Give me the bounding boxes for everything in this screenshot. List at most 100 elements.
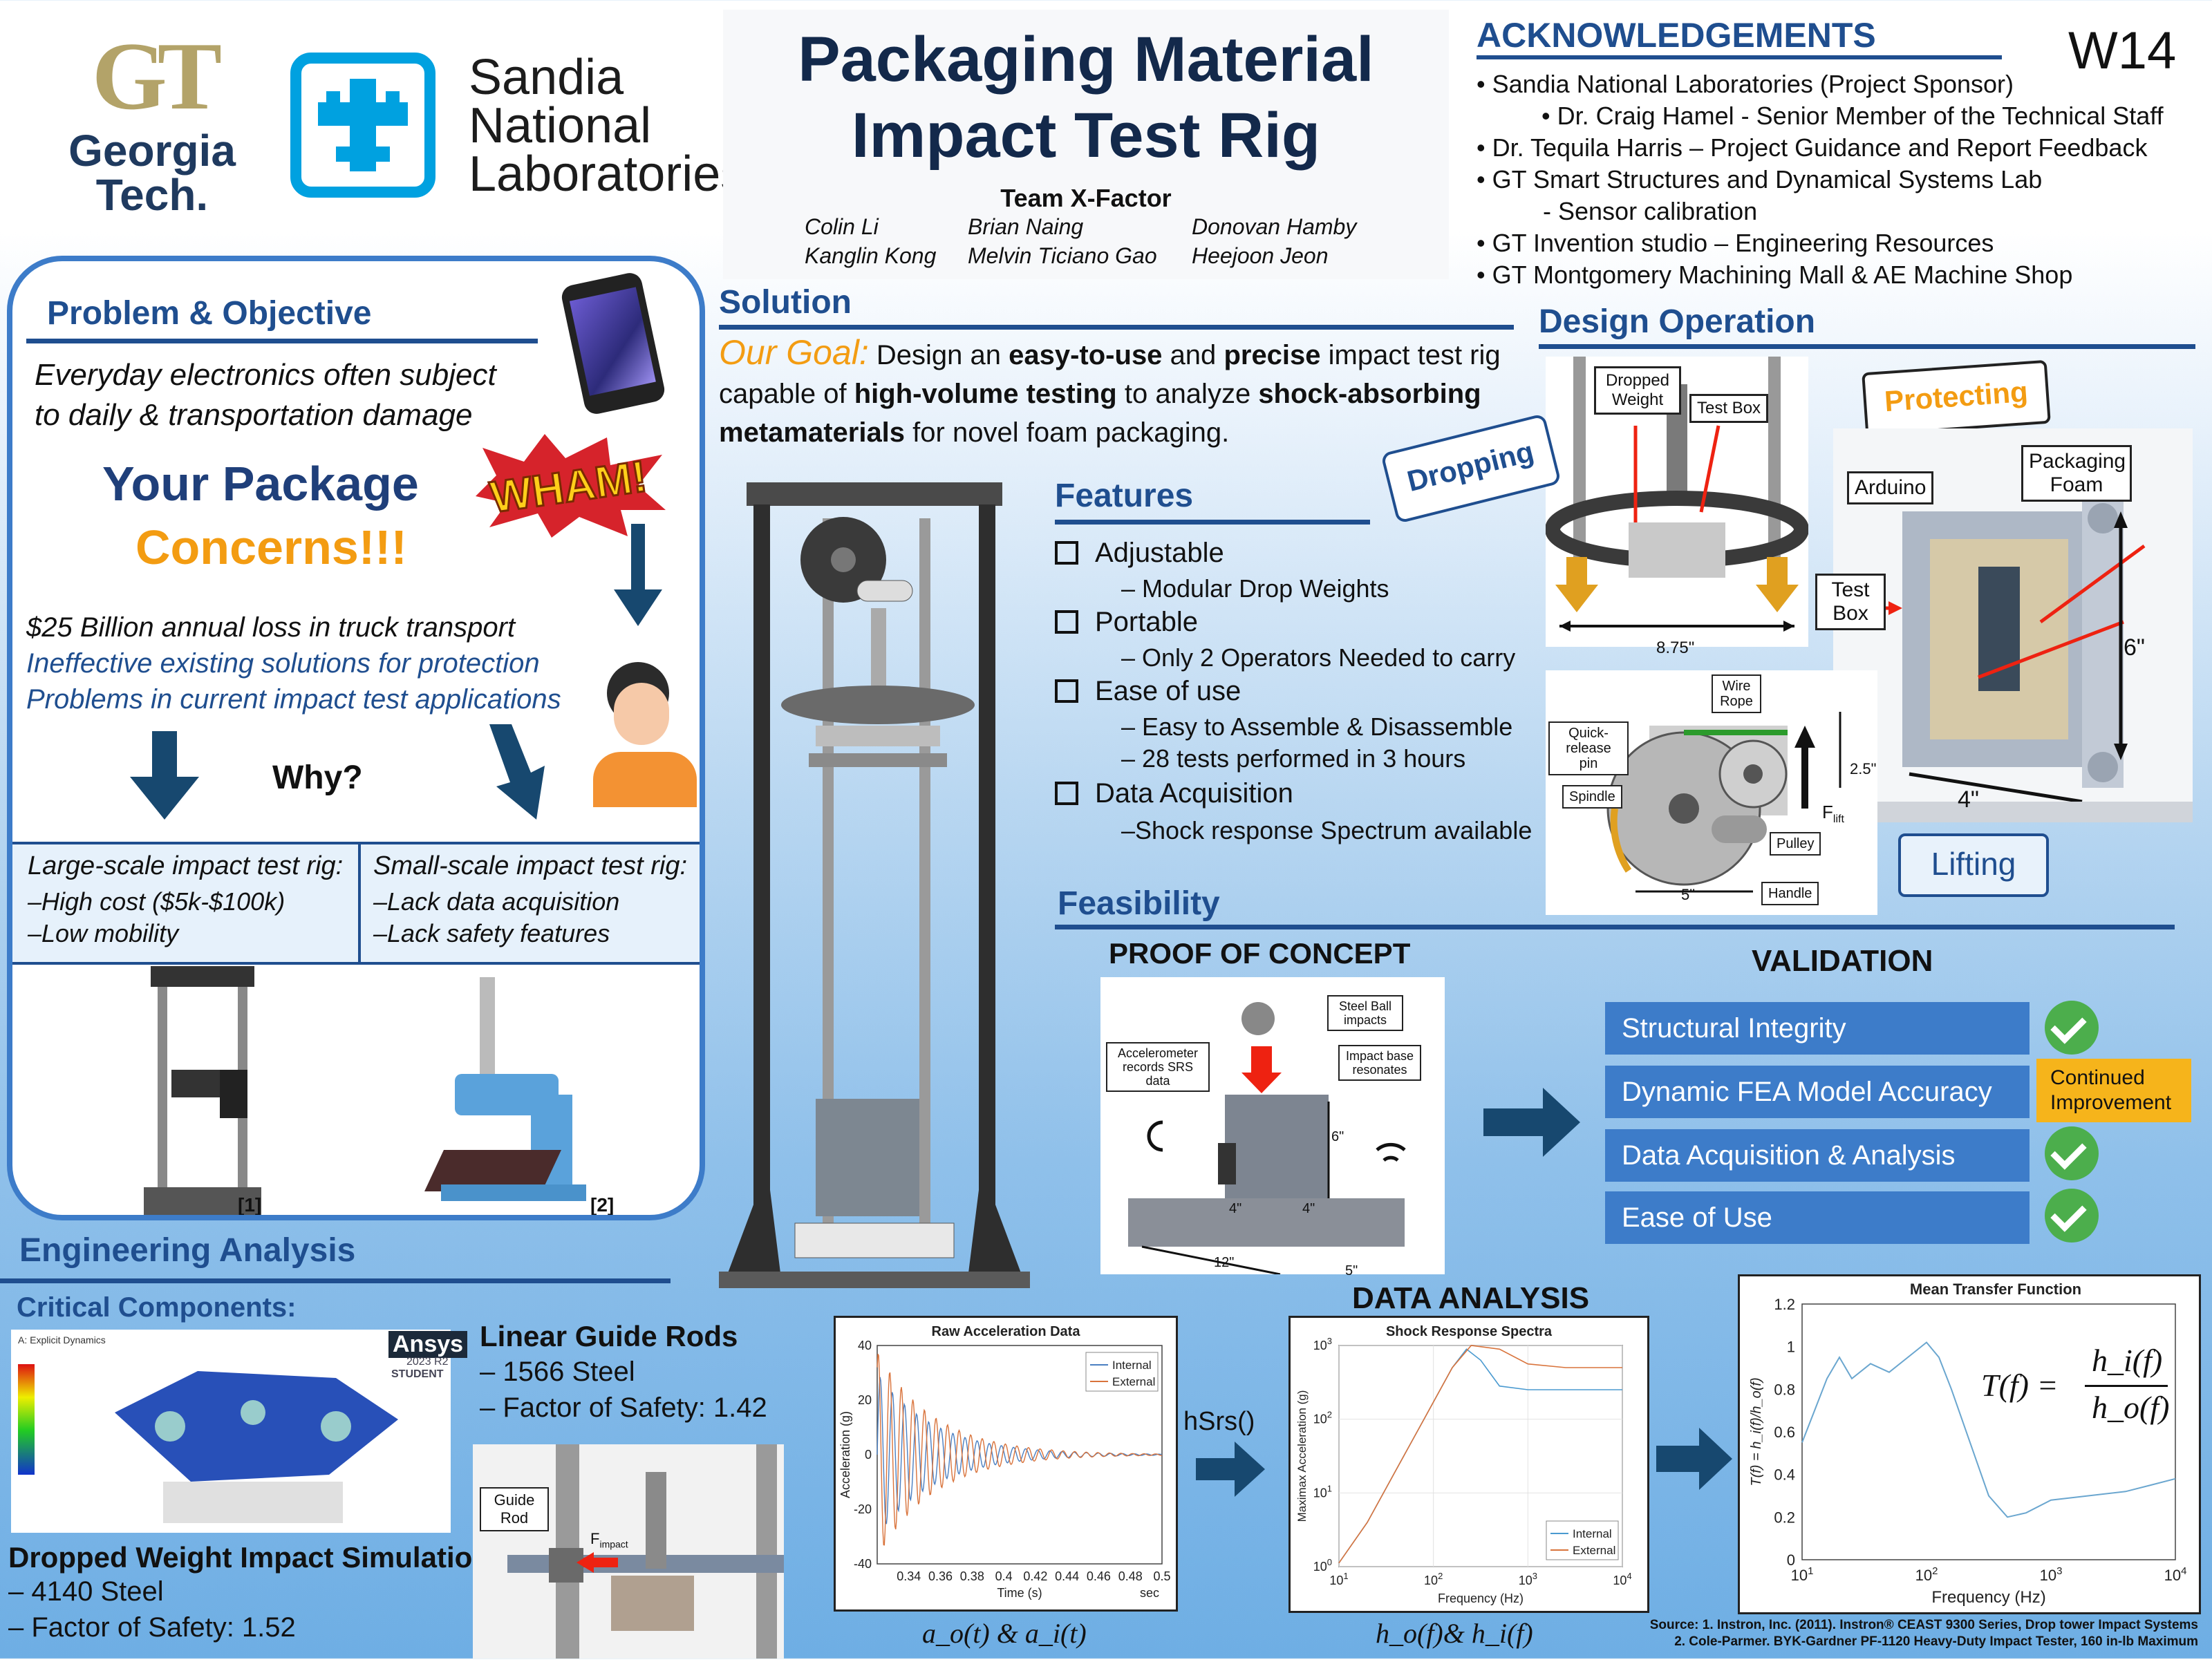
small-impact-tester-image bbox=[424, 977, 593, 1205]
caption-accel: a_o(t) & a_i(t) bbox=[922, 1618, 1087, 1649]
lifting-callout: Lifting bbox=[1898, 833, 2049, 897]
sources: Source: 1. Instron, Inc. (2011). Instron… bbox=[1649, 1618, 2198, 1649]
gt-logo: GT Georgia Tech. bbox=[62, 25, 242, 232]
design-heading: Design Operation bbox=[1539, 303, 1816, 340]
lifting-image bbox=[1546, 670, 1877, 915]
series-line bbox=[877, 1353, 1163, 1546]
y-tick-label: 0.4 bbox=[1774, 1466, 1795, 1484]
hsrs-label: hSrs() bbox=[1183, 1407, 1255, 1436]
wham-burst-icon: WHAM! bbox=[469, 434, 669, 538]
y-axis-label: Acceleration (g) bbox=[838, 1411, 852, 1498]
ref-2: [2] bbox=[590, 1194, 615, 1216]
down-arrow-icon bbox=[614, 524, 662, 631]
plot-area bbox=[1801, 1303, 2176, 1560]
ack-item: • GT Invention studio – Engineering Reso… bbox=[1477, 229, 1994, 257]
y-tick-label: 103 bbox=[1313, 1336, 1332, 1352]
feature-item: Portable bbox=[1055, 607, 1198, 637]
title-area: Packaging Material Impact Test Rig Team … bbox=[723, 10, 1449, 279]
series-line bbox=[877, 1377, 1163, 1524]
label-pulley: Pulley bbox=[1770, 832, 1821, 856]
transfer-formula: T(f) = h_i(f) h_o(f) bbox=[1981, 1343, 2170, 1425]
x-axis-label: Time (s) bbox=[997, 1586, 1042, 1600]
problem-panel: Problem & Objective Everyday electronics… bbox=[7, 256, 705, 1220]
worried-person-icon bbox=[565, 655, 700, 807]
y-tick-label: -20 bbox=[854, 1502, 872, 1516]
y-tick-label: 0 bbox=[865, 1448, 872, 1462]
legend-label: External bbox=[1112, 1375, 1155, 1388]
x-tick-label: 0.46 bbox=[1087, 1569, 1111, 1583]
concerns-text: Concerns!!! bbox=[135, 520, 407, 574]
right-arrow-icon bbox=[1483, 1088, 1580, 1160]
series-line bbox=[1801, 1341, 2176, 1518]
team-name: Team X-Factor bbox=[1000, 184, 1172, 212]
x-axis-label: Frequency (Hz) bbox=[1931, 1588, 2045, 1607]
x-tick-label: 0.34 bbox=[897, 1569, 921, 1583]
poster-id: W14 bbox=[2068, 21, 2177, 80]
label-spindle: Spindle bbox=[1562, 785, 1622, 809]
x-tick-label: 103 bbox=[1519, 1571, 1537, 1587]
chart-title: Mean Transfer Function bbox=[1910, 1281, 2081, 1298]
x-unit-label: sec bbox=[1140, 1586, 1159, 1600]
y-tick-label: 40 bbox=[858, 1339, 872, 1352]
label-wire-rope: Wire Rope bbox=[1712, 674, 1761, 713]
ack-underline bbox=[1477, 55, 2002, 59]
y-axis-label: T(f) = h_i(f)/h_o(f) bbox=[1749, 1377, 1764, 1486]
sandia-logo: Sandia National Laboratories bbox=[290, 53, 745, 205]
series-line bbox=[1338, 1345, 1622, 1564]
x-axis-label: Frequency (Hz) bbox=[1438, 1592, 1524, 1605]
chart-title: Shock Response Spectra bbox=[1386, 1324, 1553, 1339]
data-analysis-heading: DATA ANALYSIS bbox=[1352, 1281, 1590, 1315]
x-tick-label: 0.4 bbox=[995, 1569, 1013, 1583]
feature-item: Adjustable bbox=[1055, 538, 1224, 568]
label-test-box: Test Box bbox=[1689, 394, 1769, 423]
rods-title: Linear Guide Rods bbox=[480, 1320, 738, 1352]
check-icon bbox=[2045, 1126, 2099, 1180]
x-tick-label: 103 bbox=[2040, 1565, 2063, 1584]
y-tick-label: 1 bbox=[1787, 1339, 1795, 1356]
x-tick-label: 0.42 bbox=[1023, 1569, 1047, 1583]
check-icon bbox=[2045, 1189, 2099, 1243]
label-accelerometer: Accelerometer records SRS data bbox=[1106, 1042, 1210, 1092]
feature-item: Ease of use bbox=[1055, 676, 1241, 706]
x-tick-label: 102 bbox=[1915, 1565, 1938, 1584]
label-dropped-weight: Dropped Weight bbox=[1594, 366, 1681, 415]
label-quick-release: Quick-release pin bbox=[1548, 721, 1629, 775]
acknowledgements-heading: ACKNOWLEDGEMENTS bbox=[1477, 16, 1876, 55]
legend-label: External bbox=[1573, 1544, 1615, 1557]
legend-box bbox=[1546, 1520, 1619, 1560]
label-test-box-2: Test Box bbox=[1815, 574, 1886, 630]
ref-1: [1] bbox=[238, 1194, 262, 1216]
x-tick-label: 104 bbox=[2164, 1565, 2187, 1584]
validation-heading: VALIDATION bbox=[1752, 944, 1933, 978]
y-axis-label: Maximax Acceleration (g) bbox=[1295, 1390, 1309, 1522]
check-icon bbox=[2045, 1001, 2099, 1055]
y-tick-label: 0.6 bbox=[1774, 1424, 1795, 1441]
label-steel-ball: Steel Ball impacts bbox=[1327, 995, 1403, 1031]
solution-goal: Our Goal: Design an easy-to-use and prec… bbox=[719, 333, 1501, 448]
y-tick-label: 0 bbox=[1787, 1551, 1795, 1569]
legend-label: Internal bbox=[1573, 1527, 1612, 1540]
svg-text:A: Explicit Dynamics: A: Explicit Dynamics bbox=[18, 1334, 106, 1345]
fea-simulation-image: A: Explicit Dynamics bbox=[11, 1330, 451, 1533]
caption-srs: h_o(f)& h_i(f) bbox=[1376, 1618, 1533, 1649]
x-tick-label: 0.38 bbox=[960, 1569, 984, 1583]
label-resonates: Impact base resonates bbox=[1338, 1045, 1421, 1081]
solution-heading: Solution bbox=[719, 284, 852, 321]
test-rig-render bbox=[712, 477, 1037, 1299]
y-tick-label: 0.2 bbox=[1774, 1509, 1795, 1526]
down-arrow-icon bbox=[476, 724, 552, 824]
feature-item: Data Acquisition bbox=[1055, 778, 1293, 809]
gt-monogram: GT bbox=[91, 23, 222, 130]
y-tick-label: 0.8 bbox=[1774, 1381, 1795, 1398]
y-tick-label: 1.2 bbox=[1774, 1296, 1795, 1313]
y-tick-label: 100 bbox=[1313, 1557, 1332, 1574]
your-package-text: Your Package bbox=[102, 457, 419, 511]
validation-row: Ease of Use bbox=[1605, 1191, 2030, 1244]
sim-title: Dropped Weight Impact Simulation bbox=[8, 1541, 490, 1574]
label-guide-rod: Guide Rod bbox=[480, 1487, 549, 1531]
poster-title-line2: Impact Test Rig bbox=[851, 100, 1321, 171]
x-tick-label: 0.48 bbox=[1118, 1569, 1143, 1583]
y-tick-label: 101 bbox=[1313, 1483, 1332, 1500]
